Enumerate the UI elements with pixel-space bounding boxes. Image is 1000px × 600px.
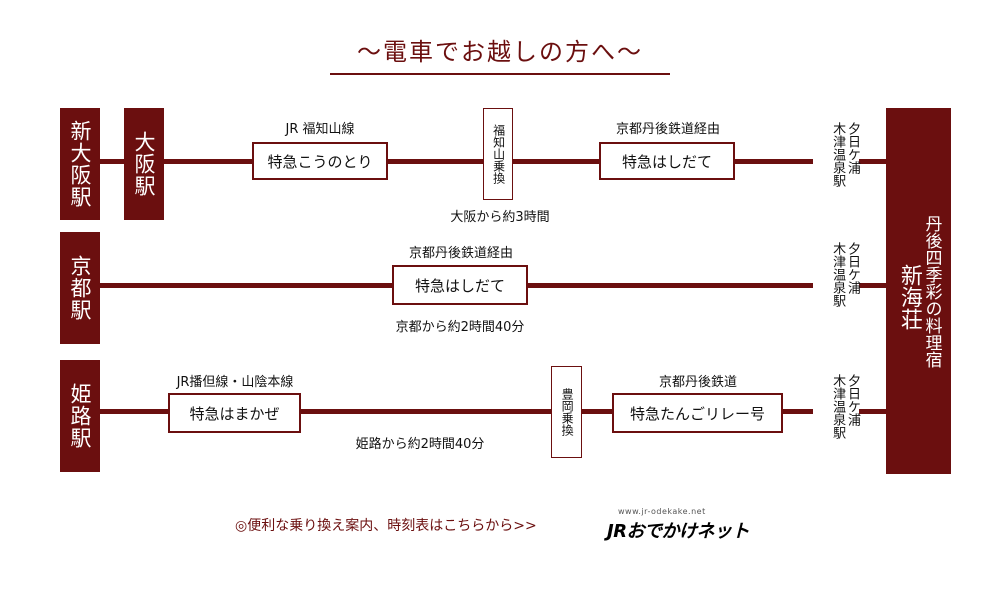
ryokan-name: 新海荘 [896,264,922,330]
line-label-kyotango-kyoto: 京都丹後鉄道経由 [408,246,513,261]
time-from-himeji: 姫路から約2時間40分 [355,437,485,452]
destination-station-row3: 夕日ケ浦 木津温泉駅 [813,372,860,469]
page-title: ～電車でお越しの方へ～ [357,38,643,66]
station-shin-osaka: 新大阪駅 [60,108,100,220]
station-himeji: 姫路駅 [60,360,100,472]
train-hashidate-kyoto: 特急はしだて [392,265,528,305]
route-line-himeji [60,409,890,414]
line-label-bantan-sanin: JR播但線・山陰本線 [176,375,294,390]
transfer-fukuchiyama: 福知山乗換 [483,108,513,200]
line-label-kyotango-himeji: 京都丹後鉄道 [658,375,737,390]
ryokan-box: 丹後四季彩の料理宿 新海荘 [886,108,951,474]
train-hamakaze: 特急はまかぜ [168,393,301,433]
line-label-fukuchiyama: JR 福知山線 [285,122,355,137]
station-osaka: 大阪駅 [124,108,164,220]
transfer-guide-link[interactable]: ◎便利な乗り換え案内、時刻表はこちらから>> [235,518,537,534]
logo-url: www.jr-odekake.net [618,507,706,516]
route-line-osaka [60,159,890,164]
train-tango-relay: 特急たんごリレー号 [612,393,783,433]
train-hashidate-osaka: 特急はしだて [599,142,735,180]
transfer-toyooka: 豊岡乗換 [551,366,582,458]
destination-station-row1: 夕日ケ浦 木津温泉駅 [813,120,860,217]
jr-odekake-logo[interactable]: JRおでかけネット [607,521,750,542]
time-from-kyoto: 京都から約2時間40分 [395,320,525,335]
line-label-kyotango-osaka: 京都丹後鉄道経由 [615,122,720,137]
ryokan-subtitle: 丹後四季彩の料理宿 [921,214,942,368]
station-kyoto: 京都駅 [60,232,100,344]
destination-station-row2: 夕日ケ浦 木津温泉駅 [813,240,860,337]
time-from-osaka: 大阪から約3時間 [450,210,550,225]
title-underline [330,73,670,75]
train-kounotori: 特急こうのとり [252,142,388,180]
